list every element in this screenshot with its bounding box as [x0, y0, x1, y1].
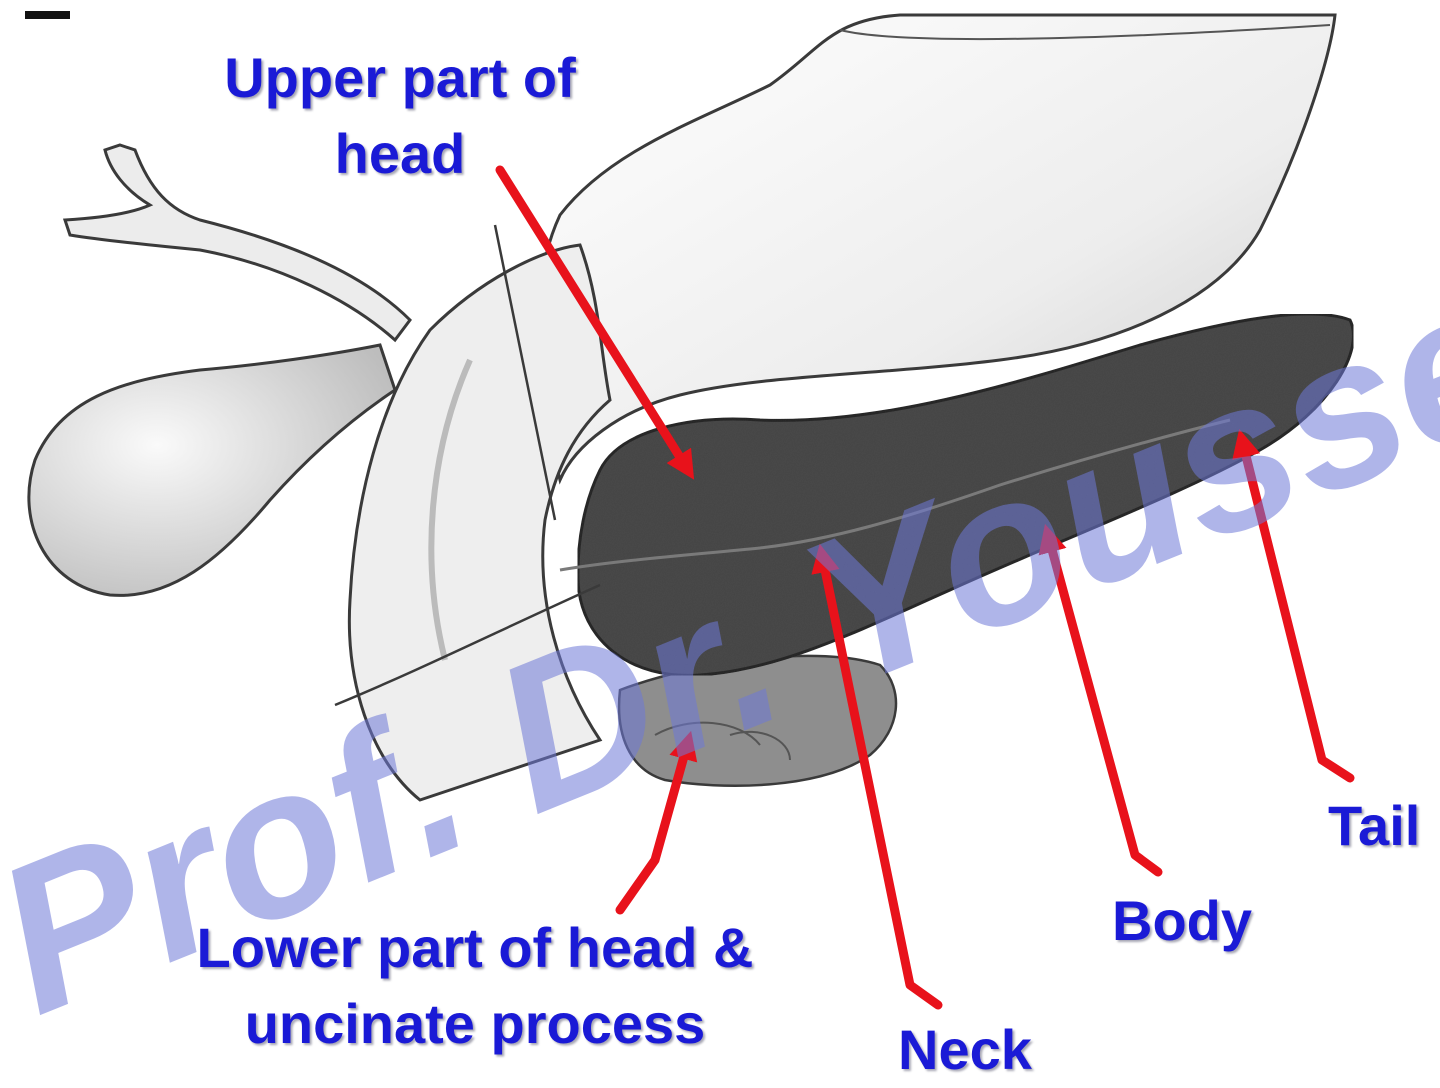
label-body: Body	[1112, 883, 1252, 959]
gallbladder-shape	[29, 345, 395, 595]
label-upper-head-line2: head	[195, 116, 605, 192]
label-lower-head-line2: uncinate process	[155, 986, 795, 1062]
label-neck: Neck	[898, 1012, 1032, 1088]
label-tail: Tail	[1328, 788, 1420, 864]
label-upper-head-line1: Upper part of	[195, 40, 605, 116]
label-lower-head: Lower part of head & uncinate process	[155, 910, 795, 1061]
label-upper-head: Upper part of head	[195, 40, 605, 191]
label-lower-head-line1: Lower part of head &	[155, 910, 795, 986]
